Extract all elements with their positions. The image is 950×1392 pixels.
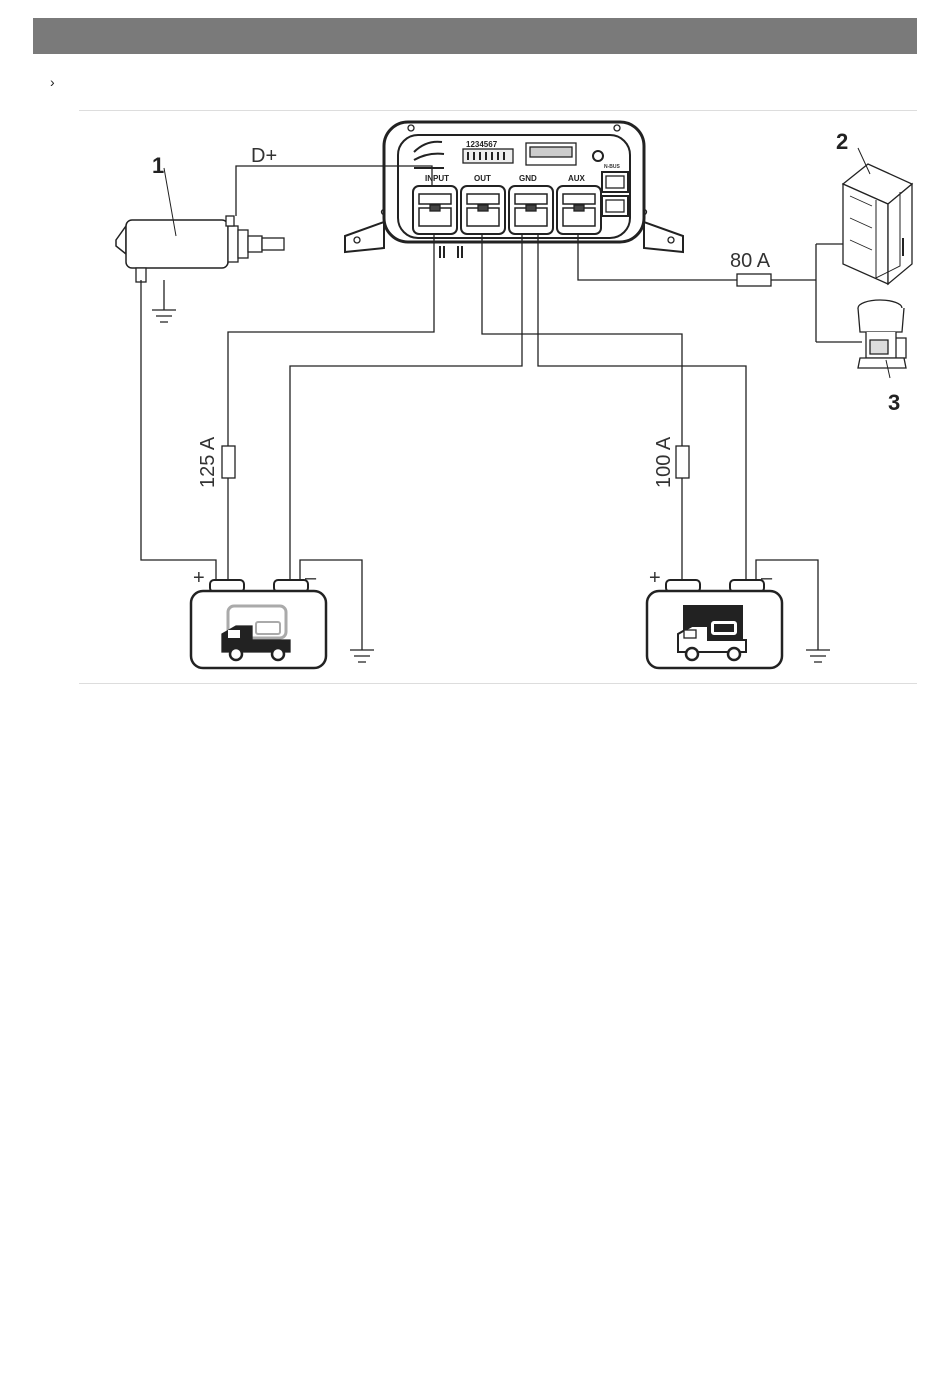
- callout-2: 2: [836, 129, 848, 154]
- port-label-nbus: N-BUS: [604, 164, 620, 170]
- callout-1: 1: [152, 153, 164, 178]
- battery-left: [191, 580, 326, 668]
- charger-device: 1234567 INPUT OUT GND AUX N-BUS: [345, 122, 683, 258]
- battery-right: [647, 580, 782, 668]
- coffee-maker: [858, 300, 906, 378]
- dplus-label: D+: [251, 145, 277, 167]
- dip-numbers: 1234567: [466, 140, 498, 149]
- fridge: [843, 148, 912, 284]
- port-label-out: OUT: [474, 174, 491, 183]
- port-label-gnd: GND: [519, 174, 537, 183]
- callout-3: 3: [888, 390, 900, 415]
- battery-left-minus: –: [305, 567, 317, 589]
- battery-left-plus: +: [193, 567, 205, 589]
- battery-right-plus: +: [649, 567, 661, 589]
- fuse-125a-label: 125 A: [197, 436, 219, 488]
- fuse-100a: [676, 446, 689, 478]
- alternator: [116, 168, 284, 282]
- battery-right-minus: –: [761, 567, 773, 589]
- fuse-100a-label: 100 A: [653, 436, 675, 488]
- fuse-80a: [737, 274, 771, 286]
- fuse-80a-label: 80 A: [730, 250, 771, 272]
- port-label-input: INPUT: [425, 174, 449, 183]
- port-label-aux: AUX: [568, 174, 586, 183]
- fuse-125a: [222, 446, 235, 478]
